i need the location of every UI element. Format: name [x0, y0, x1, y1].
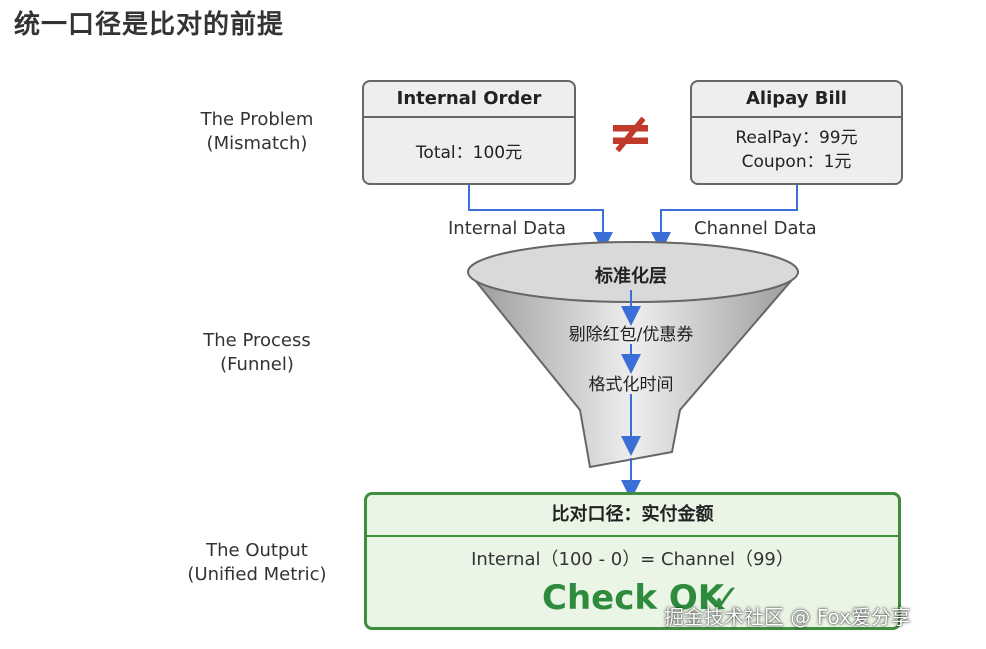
- stage-process-line1: The Process: [203, 330, 311, 351]
- alipay-realpay: RealPay：99元: [735, 128, 858, 148]
- funnel-step-remove-coupon: 剔除红包/优惠券: [568, 325, 694, 345]
- alipay-bill-title: Alipay Bill: [692, 82, 901, 118]
- not-equal-icon: ≠: [607, 101, 654, 166]
- stage-output-line2: (Unified Metric): [187, 564, 327, 585]
- alipay-bill-box: Alipay Bill RealPay：99元 Coupon：1元: [690, 80, 903, 185]
- funnel-title: 标准化层: [595, 266, 667, 287]
- stage-problem-line2: (Mismatch): [206, 133, 308, 154]
- check-icon: ✓: [712, 578, 741, 618]
- internal-order-box: Internal Order Total：100元: [362, 80, 576, 185]
- channel-data-label: Channel Data: [694, 218, 817, 239]
- output-equation: Internal（100 - 0）= Channel（99）: [471, 549, 794, 570]
- internal-data-label: Internal Data: [448, 218, 567, 239]
- stage-label-output: The Output (Unified Metric): [172, 539, 342, 587]
- channel-data-connector: [651, 185, 798, 252]
- alipay-coupon: Coupon：1元: [741, 152, 852, 172]
- stage-process-line2: (Funnel): [220, 354, 294, 375]
- check-ok-text: Check OK: [542, 578, 725, 618]
- funnel-step-format-time: 格式化时间: [588, 375, 674, 395]
- internal-data-connector: [468, 185, 613, 252]
- stage-problem-line1: The Problem: [200, 109, 314, 130]
- watermark: 掘金技术社区 @ Fox爱分享: [664, 605, 911, 629]
- stage-label-process: The Process (Funnel): [172, 329, 342, 377]
- internal-order-total: Total：100元: [415, 143, 523, 163]
- page-title: 统一口径是比对的前提: [14, 10, 285, 40]
- funnel-rim: [467, 241, 799, 303]
- output-title: 比对口径：实付金额: [367, 495, 898, 537]
- stage-output-line1: The Output: [206, 540, 308, 561]
- stage-label-problem: The Problem (Mismatch): [172, 108, 342, 156]
- internal-order-title: Internal Order: [364, 82, 574, 118]
- output-box: 比对口径：实付金额 Internal（100 - 0）= Channel（99）: [364, 492, 901, 630]
